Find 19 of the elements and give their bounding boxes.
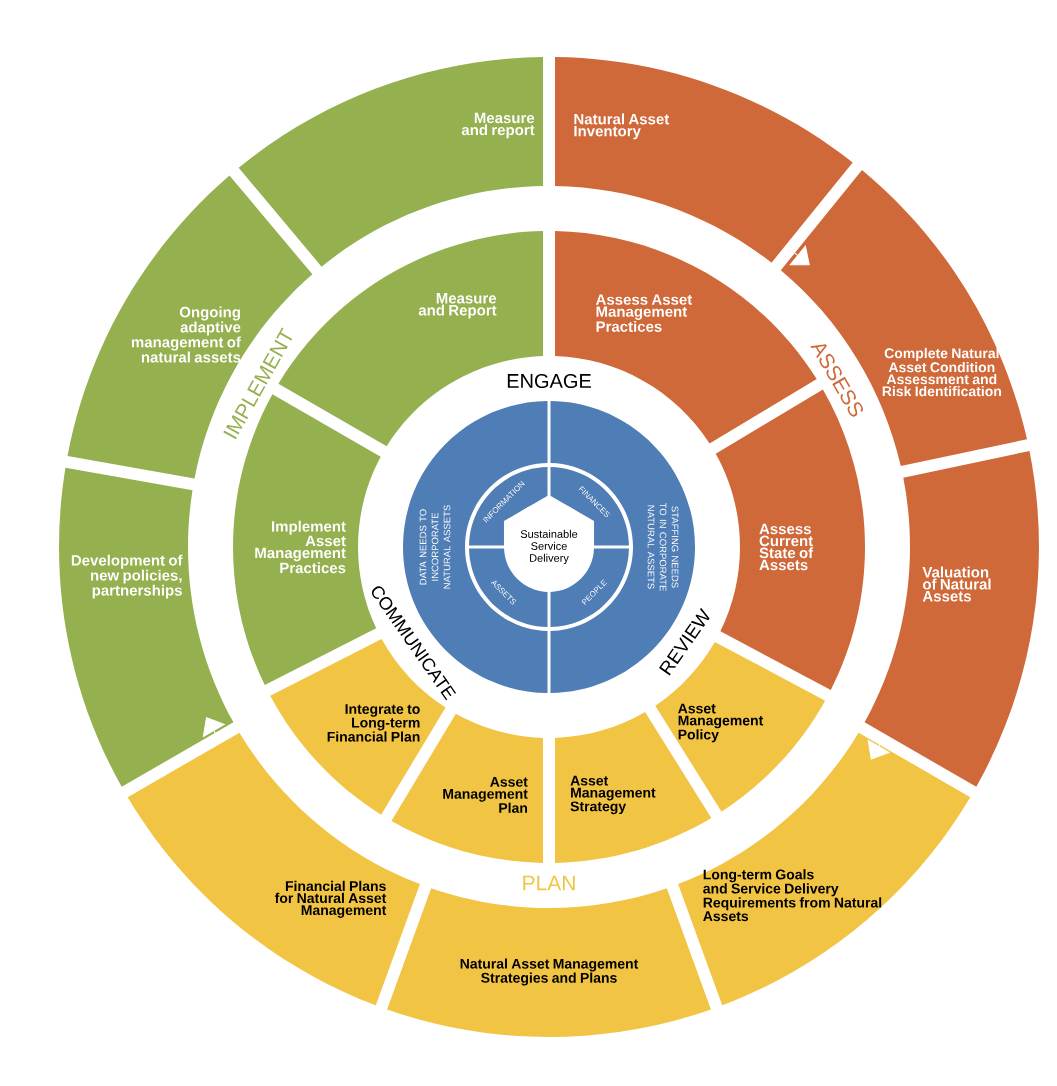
node-label: Measure and Report [418,293,497,319]
node-label: Natural Asset Management Strategies and Plans [460,958,639,986]
node-label: Implement Asset Management Practices [255,520,346,574]
node-label: Asset Management Strategy [570,775,656,815]
node-label: Complete Natural Asset Condition Assessment and Risk Identification [882,347,1001,397]
ring-segment: Valuation of Natural Assets [864,451,1039,787]
ring-segment: Measure and report [238,57,544,267]
ring-segment: Natural Asset Inventory [555,57,853,263]
node-label: Natural Asset Inventory [574,113,670,140]
arrow [867,739,890,760]
node-label: Asset Management Plan [443,777,528,813]
node-label: Financial Plans for Natural Asset Management [274,880,387,918]
node-label: Measure and report [461,112,535,139]
arrow [202,717,225,739]
node-label: Assess Asset Management Practices [595,294,693,332]
ring-segment: Development of new policies, partnerships [59,467,234,787]
node-label: Assess Current State of Assets [759,523,814,571]
ring-label: PLAN [523,875,575,891]
arrow [789,245,810,266]
